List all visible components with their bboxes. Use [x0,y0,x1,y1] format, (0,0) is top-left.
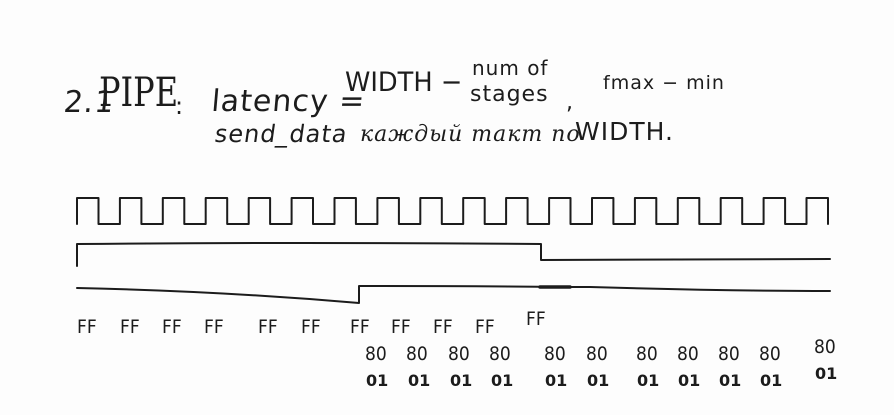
hex-label: 80 [448,343,470,365]
width-minus-text: WIDTH − [345,67,463,98]
colon: : [175,92,185,120]
ff-label: FF [350,316,370,338]
ff-label: FF [120,316,140,338]
ff-label: FF [77,316,97,338]
fmax-text: fmax − min [603,72,725,94]
hex-label: 80 [489,343,511,365]
hex-label: 80 [718,343,740,365]
ff-label: FF [162,316,182,338]
clock-waveform [76,197,829,225]
data-signal-waveform [76,285,831,304]
num-of-text: num of [472,56,549,80]
bin-label: 01 [491,371,514,390]
ff-label: FF [258,316,278,338]
hex-label: 80 [636,343,658,365]
bin-label: 01 [678,371,701,390]
hex-label: 80 [814,336,836,358]
ff-label: FF [204,316,224,338]
bin-label: 01 [815,364,838,383]
hex-label: 80 [759,343,781,365]
ff-label: FF [301,316,321,338]
valid-signal-waveform [76,242,831,267]
russian-text: каждый такт по [360,122,581,147]
pipe-label: PIPE [99,70,179,116]
ff-label: FF [391,316,411,338]
stages-text: stages [470,82,549,107]
bin-label: 01 [545,371,568,390]
bin-label: 01 [587,371,610,390]
ff-label: FF [526,308,546,330]
hex-label: 80 [406,343,428,365]
bin-label: 01 [719,371,742,390]
bin-label: 01 [408,371,431,390]
width-end-text: WIDTH. [575,117,674,146]
ff-label: FF [475,316,495,338]
bin-label: 01 [637,371,660,390]
hex-label: 80 [586,343,608,365]
hex-label: 80 [677,343,699,365]
bin-label: 01 [366,371,389,390]
bin-label: 01 [450,371,473,390]
ff-label: FF [433,316,453,338]
bin-label: 01 [760,371,783,390]
hex-label: 80 [544,343,566,365]
hex-label: 80 [365,343,387,365]
comma: , [566,90,574,115]
